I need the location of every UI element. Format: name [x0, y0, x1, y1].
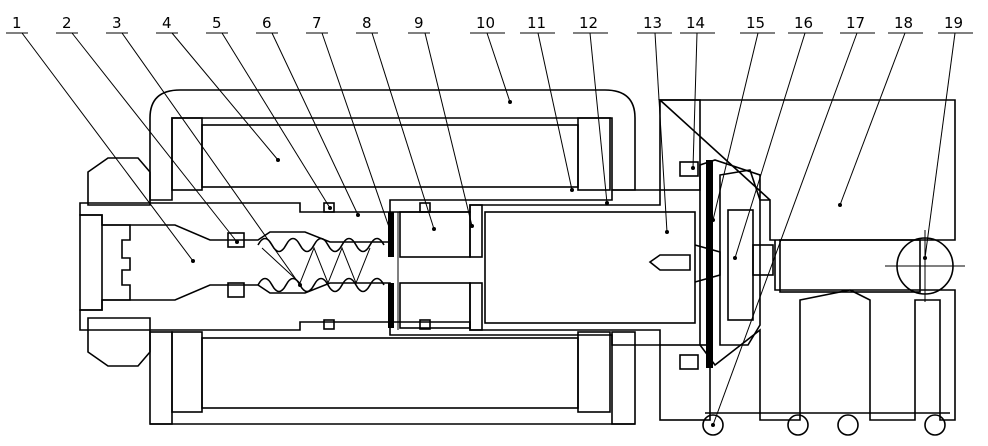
part-label-13: 13: [643, 14, 662, 32]
part-dots: [191, 100, 927, 427]
part-label-7: 7: [312, 14, 322, 32]
coil-winding: [201, 124, 579, 409]
leader-lines: [21, 32, 956, 426]
part-label-2: 2: [62, 14, 72, 32]
part-label-11: 11: [527, 14, 546, 32]
part-labels: 1 2 3 4 5 6 7 8 9 10 11 12 13 14 15 16 1…: [12, 14, 963, 32]
part-label-19: 19: [944, 14, 963, 32]
valve-body: [657, 99, 956, 421]
seal-rings: [227, 161, 699, 370]
coil-bobbin: [171, 117, 611, 413]
part-label-1: 1: [12, 14, 22, 32]
armature: [399, 204, 483, 331]
part-label-3: 3: [112, 14, 122, 32]
part-label-10: 10: [476, 14, 495, 32]
part-label-9: 9: [414, 14, 424, 32]
part-label-16: 16: [794, 14, 813, 32]
valve-head: [719, 169, 774, 346]
part-label-15: 15: [746, 14, 765, 32]
part-label-18: 18: [894, 14, 913, 32]
part-label-14: 14: [686, 14, 705, 32]
part-label-12: 12: [579, 14, 598, 32]
shim-plate: [388, 212, 399, 330]
bottom-rollers: [702, 412, 950, 436]
part-label-5: 5: [212, 14, 222, 32]
part-label-17: 17: [846, 14, 865, 32]
push-rod: [484, 211, 721, 324]
part-label-4: 4: [162, 14, 172, 32]
part-label-8: 8: [362, 14, 372, 32]
diaphragm: [706, 160, 713, 368]
stationary-core: [79, 202, 391, 331]
ball-valve: [885, 230, 965, 302]
part-label-6: 6: [262, 14, 272, 32]
